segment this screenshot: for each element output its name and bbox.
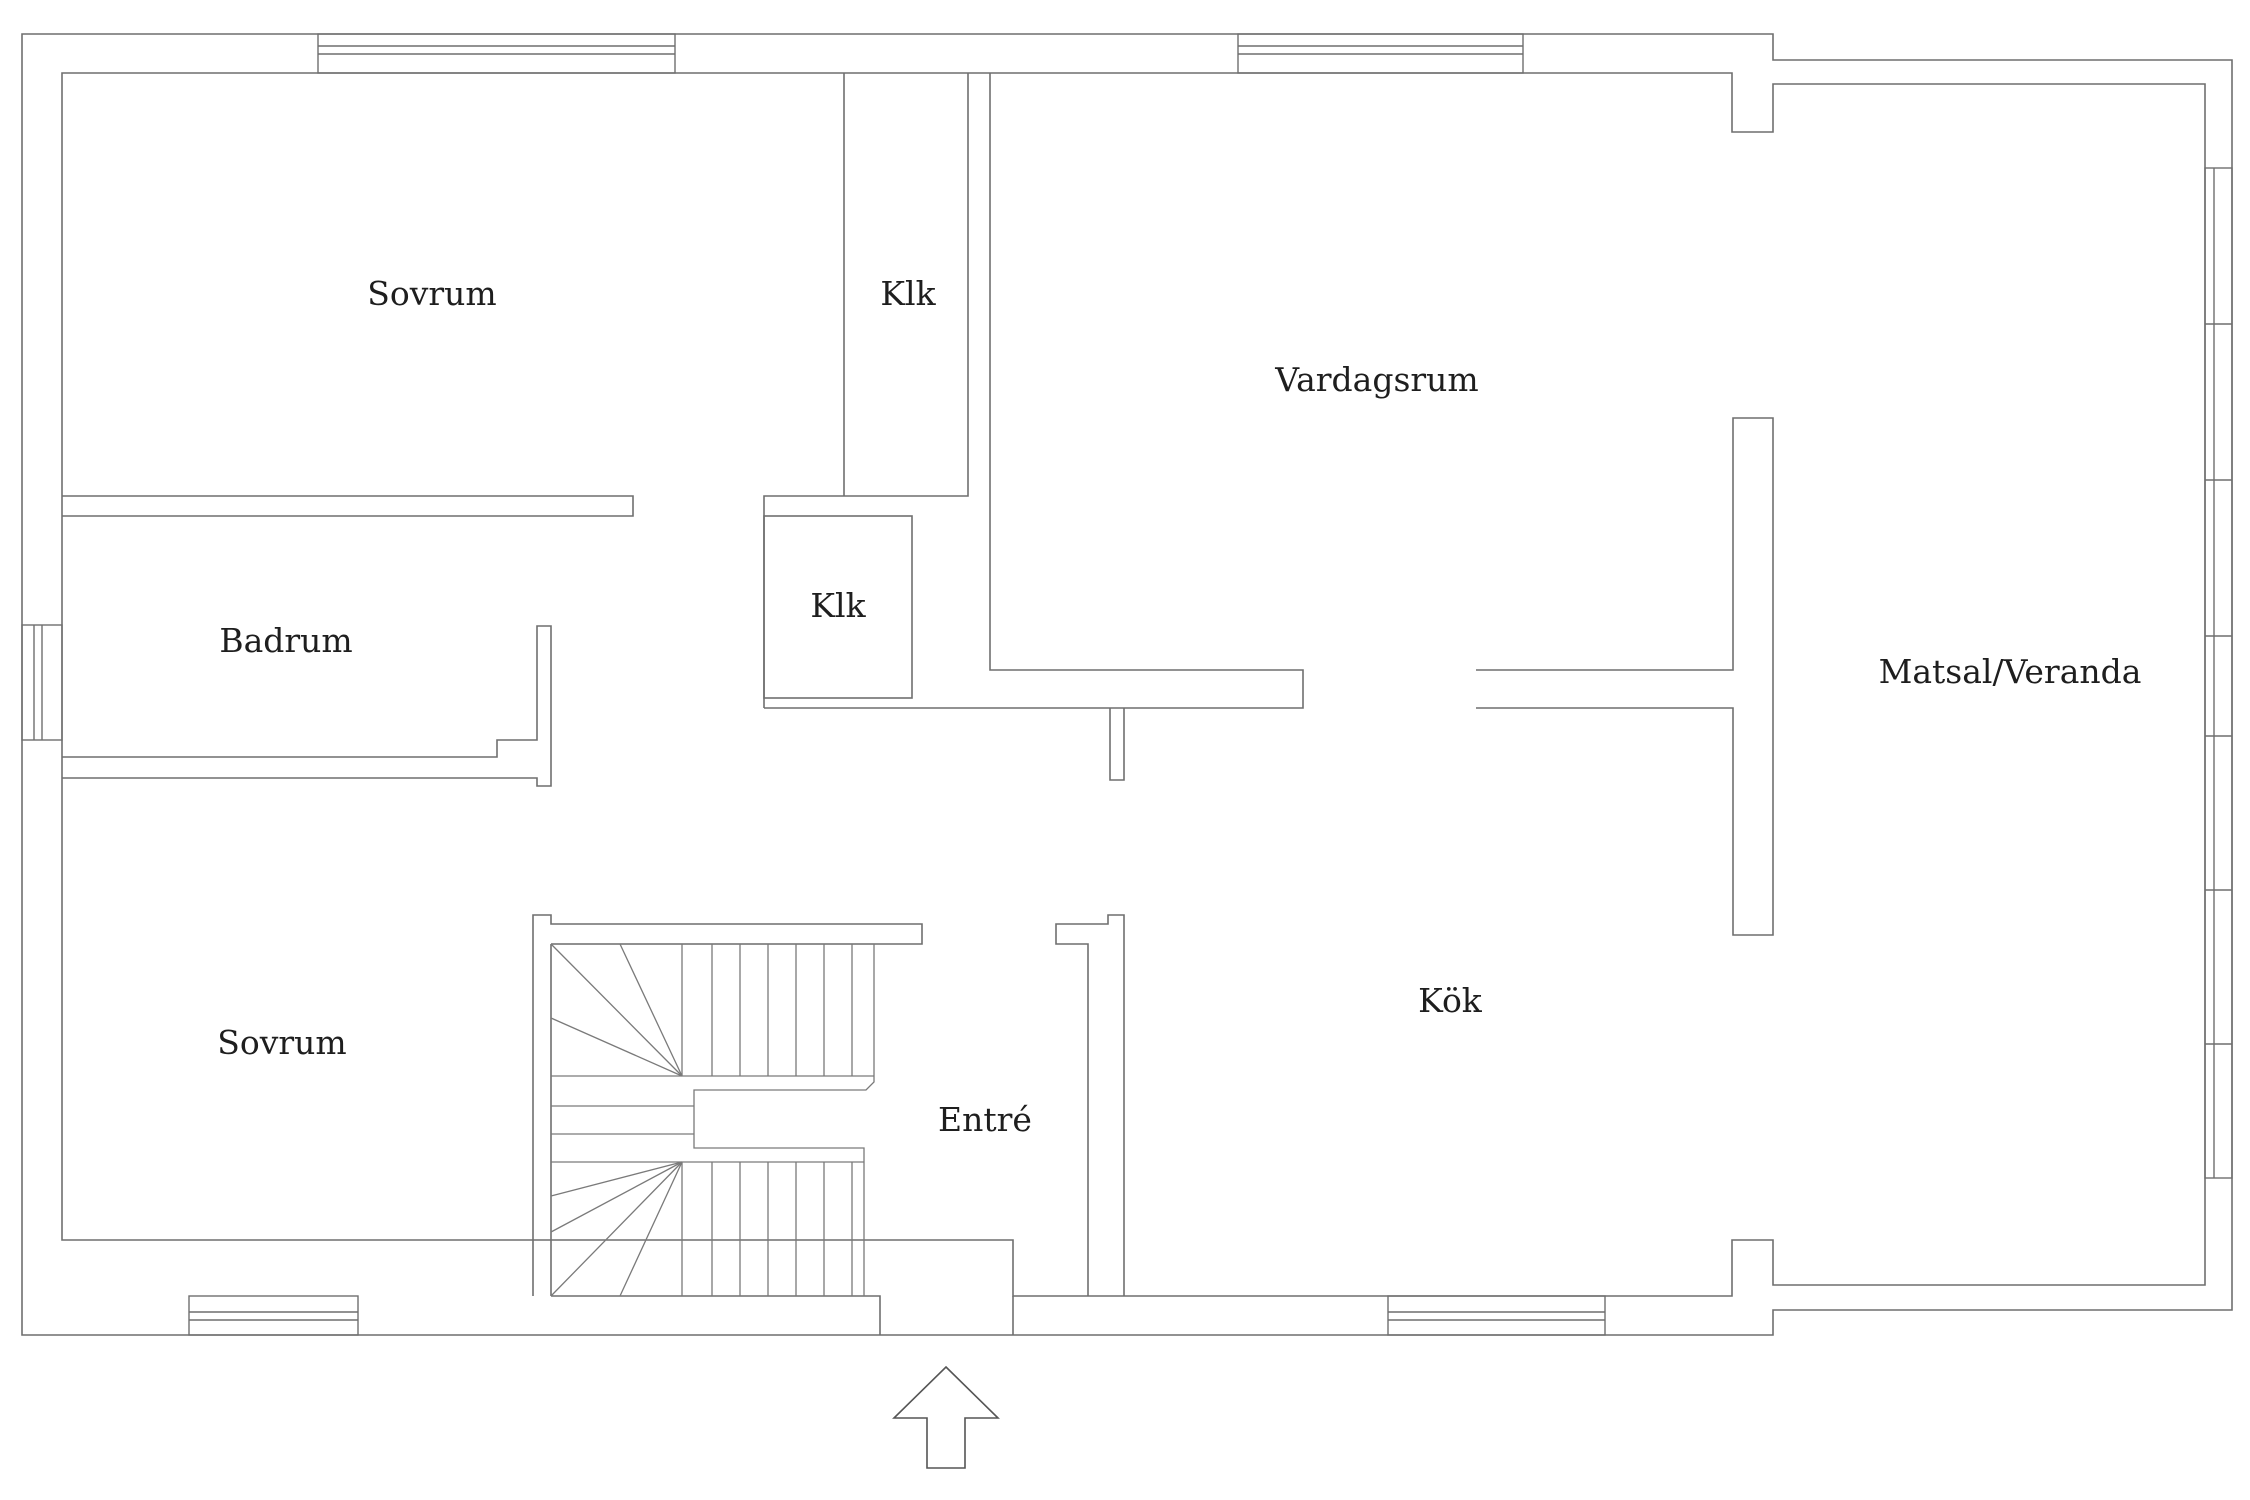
window-top-left [317,33,676,74]
window-right-veranda [2204,167,2233,1179]
interior-walls [62,73,1774,1335]
window-top-right [1237,33,1524,74]
room-label-badrum: Badrum [219,621,352,660]
room-label-klk-mid: Klk [810,586,866,625]
windows [21,33,2233,1336]
room-label-sovrum-bottom: Sovrum [217,1023,346,1062]
room-label-kok: Kök [1418,981,1483,1020]
room-label-vardagsrum: Vardagsrum [1274,360,1478,399]
room-label-matsal-veranda: Matsal/Veranda [1879,652,2142,691]
outer-walls [21,33,2233,1336]
room-label-sovrum-top: Sovrum [367,274,496,313]
room-label-klk-top: Klk [880,274,936,313]
room-label-entre: Entré [938,1100,1032,1139]
window-bottom-left [188,1295,359,1336]
up-arrow-icon [892,1365,1000,1469]
window-left-badrum [21,624,63,741]
staircase [550,943,875,1297]
room-labels: Sovrum Klk Vardagsrum Klk Badrum Matsal/… [217,274,2141,1139]
window-bottom-right [1387,1295,1606,1336]
